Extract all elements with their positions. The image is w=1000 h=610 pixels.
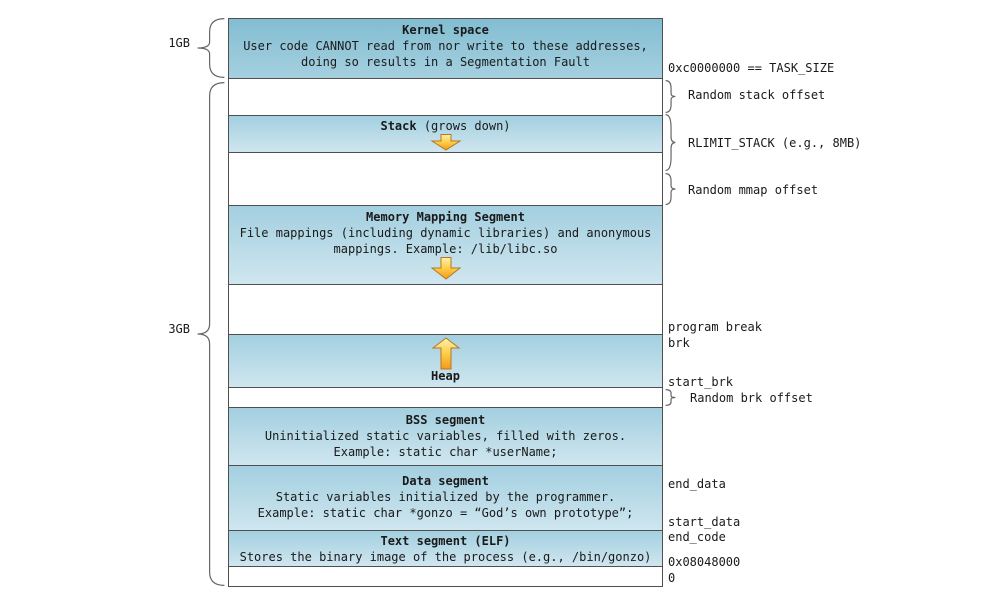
mmap-grows-down-arrow-icon — [430, 257, 461, 280]
gap-null-page — [229, 567, 662, 586]
heap-title: Heap — [431, 369, 460, 383]
start-data-label: start_data — [668, 515, 741, 529]
memory-column: Kernel space User code CANNOT read from … — [228, 18, 663, 587]
task-size-label: 0xc0000000 == TASK_SIZE — [668, 61, 835, 75]
brk-label: brk — [668, 336, 690, 350]
segment-bss: BSS segment Uninitialized static variabl… — [229, 408, 662, 466]
mmap-title: Memory Mapping Segment — [366, 210, 525, 224]
start-brk-label: start_brk — [668, 375, 734, 389]
data-line1: Static variables initialized by the prog… — [275, 490, 616, 504]
text-start-addr-label: 0x08048000 — [668, 555, 741, 569]
rlimit-stack-brace — [665, 114, 676, 171]
data-title: Data segment — [402, 474, 489, 488]
bss-line2: Example: static char *userName; — [333, 445, 558, 459]
random-stack-offset-brace — [665, 80, 676, 113]
kernel-line2: doing so results in a Segmentation Fault — [301, 55, 590, 69]
segment-text: Text segment (ELF) Stores the binary ima… — [229, 531, 662, 567]
segment-stack: Stack (grows down) — [229, 116, 662, 153]
data-line2: Example: static char *gonzo = “God’s own… — [257, 506, 634, 520]
rlimit-stack-label: RLIMIT_STACK (e.g., 8MB) — [688, 136, 862, 150]
user-size-brace — [197, 82, 225, 586]
gap-program-break — [229, 285, 662, 335]
grows-down-arrow-icon — [429, 134, 462, 151]
end-data-label: end_data — [668, 477, 726, 491]
random-mmap-offset-brace — [665, 173, 676, 205]
gap-random-stack-offset — [229, 79, 662, 116]
mmap-line1: File mappings (including dynamic librari… — [239, 226, 652, 240]
random-stack-offset-label: Random stack offset — [688, 88, 826, 102]
gap-random-brk-offset — [229, 388, 662, 408]
kernel-size-label: 1GB — [168, 36, 190, 50]
zero-addr-label: 0 — [668, 571, 676, 585]
user-size-label: 3GB — [168, 322, 190, 336]
kernel-size-brace — [197, 18, 225, 78]
segment-data: Data segment Static variables initialize… — [229, 466, 662, 531]
kernel-line1: User code CANNOT read from nor write to … — [243, 39, 648, 53]
program-break-label: program break — [668, 320, 762, 334]
segment-kernel-space: Kernel space User code CANNOT read from … — [229, 19, 662, 79]
random-mmap-offset-label: Random mmap offset — [688, 183, 819, 197]
kernel-title: Kernel space — [402, 23, 489, 37]
mmap-line2: mappings. Example: /lib/libc.so — [333, 242, 558, 256]
heap-grows-up-arrow-icon — [431, 337, 460, 370]
random-brk-offset-brace — [665, 389, 676, 406]
text-title: Text segment (ELF) — [380, 534, 511, 548]
bss-title: BSS segment — [405, 413, 486, 427]
stack-subtitle: (grows down) — [416, 119, 511, 133]
text-line1: Stores the binary image of the process (… — [239, 550, 652, 564]
segment-memory-mapping: Memory Mapping Segment File mappings (in… — [229, 206, 662, 285]
bss-line1: Uninitialized static variables, filled w… — [264, 429, 627, 443]
segment-heap: Heap — [229, 335, 662, 388]
stack-title: Stack — [380, 119, 417, 133]
random-brk-offset-label: Random brk offset — [690, 391, 813, 405]
end-code-label: end_code — [668, 530, 726, 544]
gap-random-mmap-offset — [229, 153, 662, 206]
